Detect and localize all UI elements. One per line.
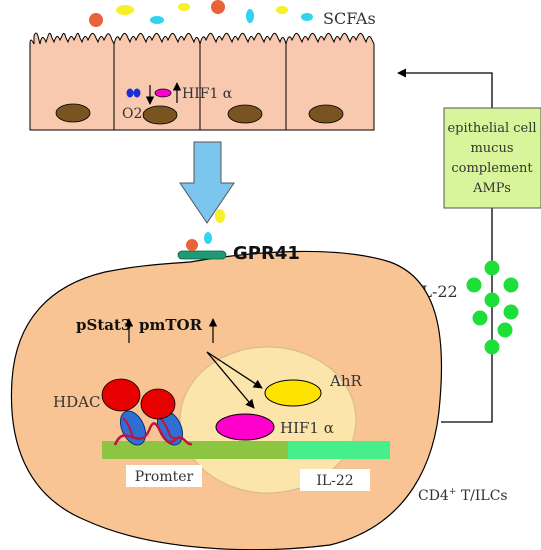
pstat3-label: pStat3	[76, 316, 131, 334]
epithelial-cell-4	[285, 32, 375, 131]
hdac-2	[140, 388, 176, 420]
effects-box: epithelial cell mucus complement AMPs	[443, 107, 541, 209]
epithelial-nucleus-4	[308, 104, 344, 124]
il22-gene-label-box	[300, 469, 370, 491]
scfa-cyan-2	[246, 9, 254, 23]
epithelial-nucleus-3	[227, 104, 263, 124]
epithelial-cell-2	[113, 32, 201, 131]
feedback-line	[397, 68, 493, 423]
il22-dot	[503, 304, 519, 320]
cell-type-base: CD4	[418, 488, 449, 504]
effects-line-1: epithelial cell	[447, 121, 536, 136]
hdac-1	[101, 378, 141, 412]
hif1a-nucleus-label: HIF1 α	[280, 419, 334, 437]
effects-line-4: AMPs	[472, 181, 511, 196]
il22-dot	[484, 260, 500, 276]
pmtor-label: pmTOR	[139, 316, 203, 334]
scfa-orange-1	[89, 13, 103, 27]
chromatin-complex: HDAC	[53, 378, 193, 446]
scfa-yellow-3	[276, 6, 288, 14]
hdac-label: HDAC	[53, 393, 100, 411]
il22-dot	[484, 292, 500, 308]
scfa-cyan-1	[150, 16, 164, 24]
epithelial-cell-1	[29, 32, 115, 131]
gpr41-ligand-orange	[186, 239, 198, 251]
cell-type-label: CD4+ T/ILCs	[418, 487, 508, 504]
scfas-label: SCFAs	[323, 9, 376, 28]
o2-molecule-a	[126, 88, 134, 98]
il22-dot	[466, 277, 482, 293]
effects-line-2: mucus	[470, 141, 513, 156]
epithelial-nucleus-2	[142, 105, 178, 125]
gpr41-label: GPR41	[233, 243, 300, 264]
scfa-yellow-1	[116, 5, 134, 15]
il22-dot	[472, 310, 488, 326]
gpr41-receptor: GPR41	[177, 209, 300, 264]
cell-type-rest: T/ILCs	[456, 488, 507, 504]
scfa-cyan-3	[301, 13, 313, 21]
pmtor-to-ahr-arrow	[206, 351, 263, 389]
hif1a-top-label: HIF1 α	[182, 86, 233, 102]
il22-dot	[503, 277, 519, 293]
promoter-label-box	[126, 465, 202, 487]
promoter-label: Promter	[135, 469, 194, 485]
epithelial-layer: O2 HIF1 α	[29, 32, 375, 131]
pmtor-to-hif1a-arrow	[206, 351, 255, 409]
effects-line-3: complement	[451, 161, 533, 176]
gpr41-ligand-yellow	[215, 209, 225, 223]
il22-gene-label: IL-22	[316, 473, 353, 489]
cell-type-sup: +	[449, 487, 457, 497]
hif1a-epithelial-marker	[154, 88, 172, 98]
scfa-molecules: SCFAs	[89, 0, 376, 28]
scfa-orange-2	[211, 0, 225, 14]
dna-strand	[113, 422, 193, 446]
il22-dot	[484, 339, 500, 355]
o2-label: O2	[122, 106, 142, 122]
il22-dot	[497, 322, 513, 338]
o2-molecule-b	[133, 88, 141, 98]
scfa-uptake-arrow	[179, 141, 235, 224]
epithelial-cell-3	[199, 32, 287, 131]
promoter-bar	[102, 441, 292, 459]
epithelial-nucleus-1	[55, 103, 91, 123]
hif1a-factor	[215, 413, 275, 441]
ahr-label: AhR	[329, 372, 362, 390]
gpr41-ligand-cyan	[204, 232, 212, 244]
gpr41-bar	[177, 250, 227, 260]
effects-box-bg	[443, 107, 541, 209]
il22-gene-bar	[288, 441, 390, 459]
ahr-factor	[264, 379, 322, 407]
scfa-yellow-2	[178, 3, 190, 11]
dna-strand-wrap	[122, 417, 179, 440]
